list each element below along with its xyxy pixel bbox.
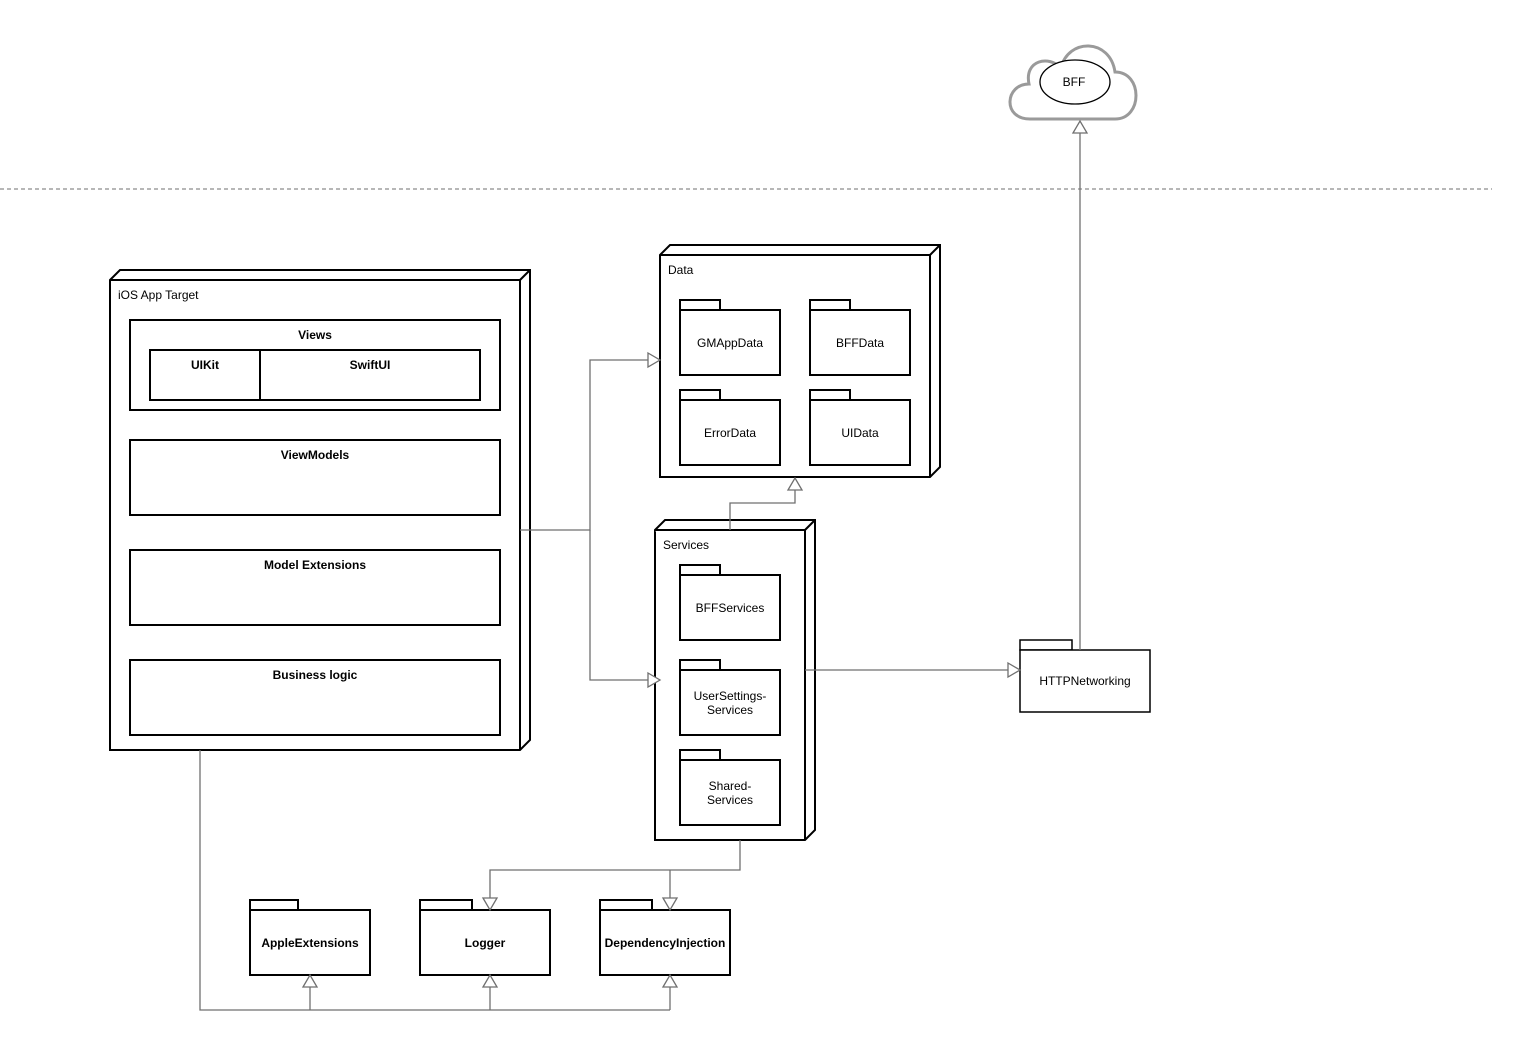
viewmodels-label: ViewModels <box>281 448 350 462</box>
package-shared-services: Shared- Services <box>679 749 781 826</box>
swiftui-frame <box>259 349 481 401</box>
model-extensions-frame <box>129 549 501 626</box>
swiftui-label: SwiftUI <box>350 358 391 372</box>
package-dependencyinjection: DependencyInjection <box>599 899 731 976</box>
services-node: Services BFFServices UserSettings- Servi… <box>654 519 816 841</box>
svg-text:DependencyInjection: DependencyInjection <box>605 936 726 950</box>
package-appleextensions: AppleExtensions <box>249 899 371 976</box>
business-logic-label: Business logic <box>273 668 358 682</box>
svg-text:Services: Services <box>707 793 753 807</box>
edge-services-to-data <box>729 476 804 530</box>
ios-app-target-node: iOS App Target Views UIKit SwiftUI ViewM… <box>109 269 531 751</box>
views-title: Views <box>298 328 332 342</box>
svg-text:BFFServices: BFFServices <box>696 601 765 615</box>
business-logic-frame <box>129 659 501 736</box>
svg-text:GMAppData: GMAppData <box>697 336 763 350</box>
svg-text:Shared-: Shared- <box>709 779 752 793</box>
bff-label: BFF <box>1063 75 1086 89</box>
edge-app-to-data <box>520 351 662 531</box>
edge-services-to-networking <box>805 661 1022 679</box>
arrow-logger <box>481 973 499 988</box>
svg-text:BFFData: BFFData <box>836 336 884 350</box>
svg-text:UIData: UIData <box>841 426 879 440</box>
svg-text:Logger: Logger <box>465 936 506 950</box>
package-logger: Logger <box>419 899 551 976</box>
package-errordata: ErrorData <box>679 389 781 466</box>
svg-text:ErrorData: ErrorData <box>704 426 756 440</box>
uikit-frame <box>149 349 261 401</box>
model-extensions-label: Model Extensions <box>264 558 366 572</box>
package-bffservices: BFFServices <box>679 564 781 641</box>
edge-networking-to-bff <box>1071 119 1089 650</box>
arrow-dependencyinjection <box>661 973 679 988</box>
edge-app-to-bottom-packages <box>199 750 679 1011</box>
bff-cloud: BFF <box>1008 44 1138 121</box>
services-title: Services <box>663 538 709 552</box>
data-node: Data GMAppData BFFData ErrorData UIData <box>659 244 941 478</box>
package-httpnetworking: HTTPNetworking <box>1019 639 1151 713</box>
edge-services-to-dependencyinjection <box>661 870 679 912</box>
svg-text:Services: Services <box>707 703 753 717</box>
package-uidata: UIData <box>809 389 911 466</box>
bff-ellipse <box>1039 59 1111 105</box>
arrow-appleextensions <box>301 973 319 988</box>
package-bffdata: BFFData <box>809 299 911 376</box>
svg-text:HTTPNetworking: HTTPNetworking <box>1039 674 1130 688</box>
edge-services-to-logger <box>481 840 741 912</box>
ios-app-target-title: iOS App Target <box>118 288 199 302</box>
svg-text:UserSettings-: UserSettings- <box>694 689 767 703</box>
svg-text:AppleExtensions: AppleExtensions <box>261 936 359 950</box>
uikit-label: UIKit <box>191 358 219 372</box>
package-gmappdata: GMAppData <box>679 299 781 376</box>
viewmodels-frame <box>129 439 501 516</box>
edge-app-to-services <box>589 530 662 689</box>
data-title: Data <box>668 263 694 277</box>
package-usersettings-services: UserSettings- Services <box>679 659 781 736</box>
